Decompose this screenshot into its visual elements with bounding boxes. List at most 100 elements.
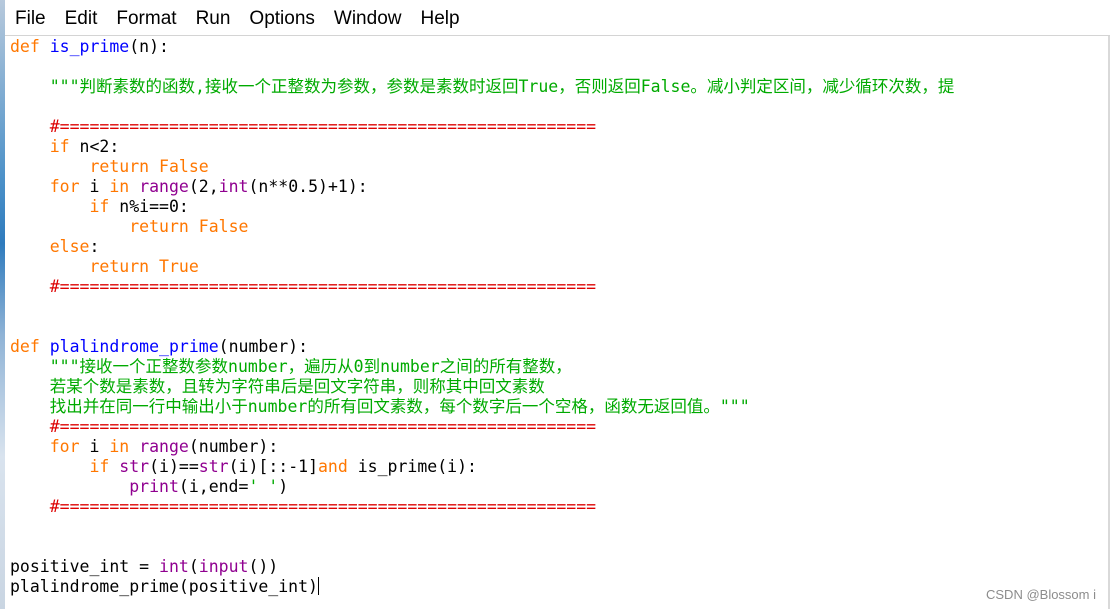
- code-line[interactable]: #=======================================…: [10, 117, 954, 137]
- menu-help[interactable]: Help: [420, 8, 460, 29]
- code-line[interactable]: [10, 517, 954, 537]
- code-text-token: [10, 257, 89, 276]
- code-text-token: [10, 117, 50, 136]
- keyword-token: for: [49, 177, 80, 196]
- function-name-token: is_prime: [49, 37, 130, 56]
- keyword-token: and: [318, 457, 348, 476]
- code-line[interactable]: [10, 57, 954, 77]
- code-line[interactable]: #=======================================…: [10, 417, 954, 437]
- string-token: """判断素数的函数,接收一个正整数为参数，参数是素数时返回True，否则返回F…: [49, 77, 955, 96]
- code-text-token: [10, 437, 50, 456]
- code-line[interactable]: def plalindrome_prime(number):: [10, 337, 954, 357]
- keyword-token: for: [49, 437, 80, 456]
- builtin-token: input: [198, 557, 249, 576]
- code-line[interactable]: [10, 537, 954, 557]
- code-text-token: [10, 237, 50, 256]
- keyword-token: return: [89, 157, 150, 176]
- keyword-token: False: [159, 157, 209, 176]
- text-caret: [317, 577, 319, 595]
- code-text-token: [10, 197, 89, 216]
- watermark: CSDN @Blossom i: [986, 587, 1096, 602]
- code-text-token: is_prime(i):: [347, 457, 477, 476]
- code-text-token: [10, 457, 89, 476]
- keyword-token: def: [10, 37, 40, 56]
- code-text-token: [10, 357, 50, 376]
- menu-edit[interactable]: Edit: [64, 8, 98, 29]
- comment-token: #=======================================…: [49, 497, 597, 516]
- code-text-token: [189, 217, 199, 236]
- code-line[interactable]: 找出并在同一行中输出小于number的所有回文素数，每个数字后一个空格，函数无返…: [10, 397, 954, 417]
- code-line[interactable]: #=======================================…: [10, 497, 954, 517]
- code-text-token: (i,end=: [178, 477, 249, 496]
- code-text-token: [109, 457, 119, 476]
- keyword-token: False: [198, 217, 249, 236]
- code-line[interactable]: for i in range(number):: [10, 437, 954, 457]
- code-editor[interactable]: def is_prime(n): """判断素数的函数,接收一个正整数为参数，参…: [5, 36, 1108, 609]
- menu-run[interactable]: Run: [195, 8, 231, 29]
- string-token: 若某个数是素数，且转为字符串后是回文字符串，则称其中回文素数: [49, 377, 545, 396]
- code-text-area[interactable]: def is_prime(n): """判断素数的函数,接收一个正整数为参数，参…: [10, 37, 954, 597]
- code-text-token: [10, 137, 50, 156]
- comment-token: #=======================================…: [49, 417, 597, 436]
- code-text-token: [10, 497, 50, 516]
- menu-bar: File Edit Format Run Options Window Help: [5, 0, 1110, 36]
- code-line[interactable]: [10, 297, 954, 317]
- string-token: """接收一个正整数参数number，遍历从0到number之间的所有整数，: [49, 357, 572, 376]
- code-text-token: ): [278, 477, 289, 496]
- code-line[interactable]: if n%i==0:: [10, 197, 954, 217]
- code-text-token: [10, 417, 50, 436]
- code-text-token: plalindrome_prime(positive_int): [10, 577, 318, 596]
- code-line[interactable]: return False: [10, 157, 954, 177]
- builtin-token: int: [218, 177, 249, 196]
- code-text-token: [10, 377, 50, 396]
- keyword-token: def: [10, 337, 40, 356]
- code-text-token: [10, 217, 129, 236]
- menu-options[interactable]: Options: [249, 8, 315, 29]
- keyword-token: if: [49, 137, 70, 156]
- desktop-edge-strip: [0, 0, 5, 609]
- code-line[interactable]: def is_prime(n):: [10, 37, 954, 57]
- window-right-edge: [1108, 36, 1110, 609]
- menu-format[interactable]: Format: [116, 8, 177, 29]
- code-line[interactable]: 若某个数是素数，且转为字符串后是回文字符串，则称其中回文素数: [10, 377, 954, 397]
- code-line[interactable]: plalindrome_prime(positive_int): [10, 577, 954, 597]
- code-text-token: [10, 157, 89, 176]
- code-text-token: [10, 77, 50, 96]
- code-line[interactable]: return False: [10, 217, 954, 237]
- code-text-token: [149, 257, 159, 276]
- code-text-token: [129, 177, 139, 196]
- code-text-token: (n):: [129, 37, 169, 56]
- keyword-token: in: [109, 177, 130, 196]
- code-line[interactable]: """判断素数的函数,接收一个正整数为参数，参数是素数时返回True，否则返回F…: [10, 77, 955, 97]
- code-line[interactable]: print(i,end=' '): [10, 477, 954, 497]
- code-line[interactable]: if n<2:: [10, 137, 954, 157]
- code-text-token: [129, 437, 139, 456]
- code-line[interactable]: for i in range(2,int(n**0.5)+1):: [10, 177, 954, 197]
- code-text-token: [40, 37, 50, 56]
- code-text-token: (i)==: [149, 457, 199, 476]
- code-line[interactable]: [10, 317, 954, 337]
- code-line[interactable]: [10, 97, 954, 117]
- builtin-token: range: [139, 437, 189, 456]
- menu-window[interactable]: Window: [333, 8, 402, 29]
- code-line[interactable]: positive_int = int(input()): [10, 557, 954, 577]
- code-text-token: i: [79, 437, 110, 456]
- code-text-token: (number):: [188, 437, 279, 456]
- code-line[interactable]: """接收一个正整数参数number，遍历从0到number之间的所有整数，: [10, 357, 954, 377]
- code-text-token: (number):: [218, 337, 309, 356]
- code-line[interactable]: if str(i)==str(i)[::-1]and is_prime(i):: [10, 457, 954, 477]
- menu-file[interactable]: File: [15, 8, 46, 29]
- builtin-token: int: [159, 557, 189, 576]
- code-line[interactable]: else:: [10, 237, 954, 257]
- code-text-token: [10, 177, 50, 196]
- string-token: 找出并在同一行中输出小于number的所有回文素数，每个数字后一个空格，函数无返…: [49, 397, 750, 416]
- builtin-token: range: [139, 177, 189, 196]
- code-line[interactable]: return True: [10, 257, 954, 277]
- keyword-token: return: [129, 217, 189, 236]
- code-text-token: :: [89, 237, 100, 256]
- code-line[interactable]: #=======================================…: [10, 277, 954, 297]
- string-token: ' ': [248, 477, 279, 496]
- function-name-token: plalindrome_prime: [49, 337, 219, 356]
- builtin-token: str: [119, 457, 150, 476]
- keyword-token: True: [159, 257, 199, 276]
